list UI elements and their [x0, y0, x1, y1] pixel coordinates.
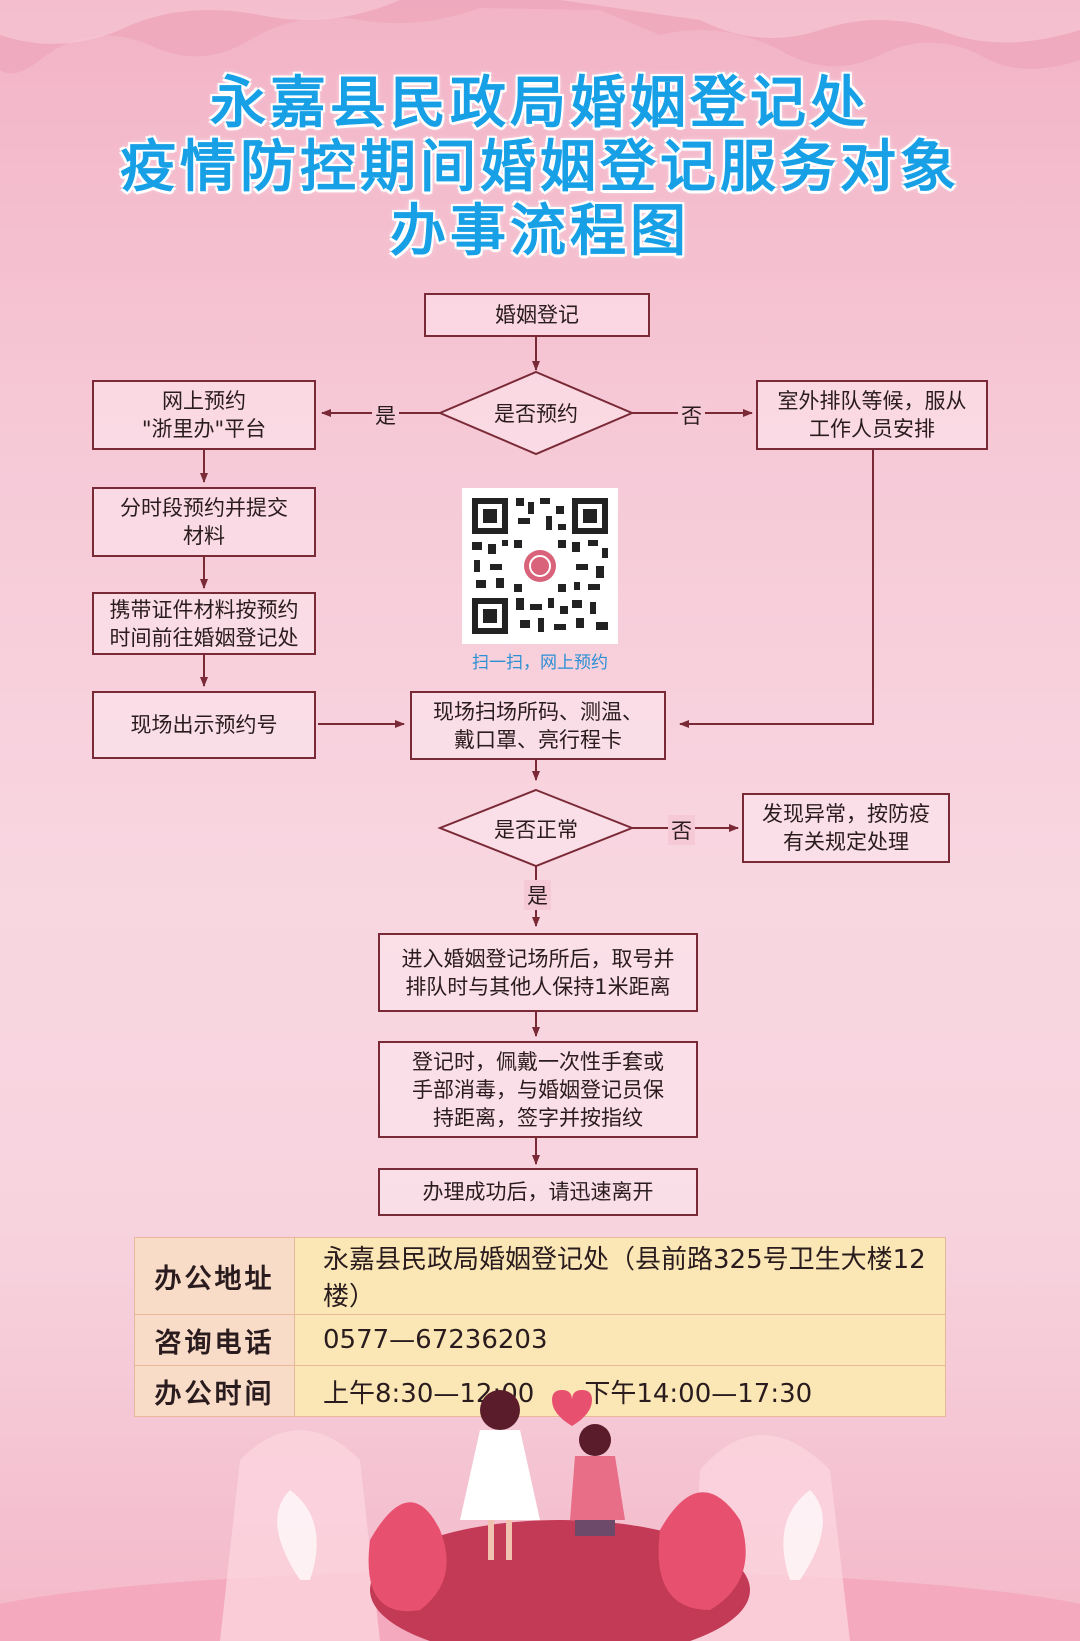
hours-pm: 下午14:00—17:30: [584, 1378, 813, 1409]
register-line-1: 登记时，佩戴一次性手套或: [412, 1049, 664, 1074]
decision-diamond-normal: [437, 788, 635, 868]
qr-code-icon: [462, 488, 618, 644]
enter-line-2: 排队时与其他人保持1米距离: [405, 974, 671, 999]
man-figure: [570, 1424, 625, 1536]
flow-start-label: 婚姻登记: [495, 303, 579, 327]
title-line-3: 办事流程图: [390, 199, 690, 264]
scan-line-1: 现场扫场所码、测温、: [433, 699, 643, 724]
queue-line-1: 室外排队等候，服从: [777, 389, 967, 413]
bring-line-2: 时间前往婚姻登记处: [109, 625, 299, 650]
timeslot-line-2: 材料: [183, 524, 225, 548]
woman-figure: [460, 1390, 540, 1560]
decision-diamond-reserve: [437, 370, 635, 456]
qr-code[interactable]: [462, 488, 618, 644]
qr-caption: 扫一扫，网上预约: [472, 653, 608, 673]
finish-label: 办理成功后，请迅速离开: [422, 1180, 654, 1204]
yes-label-normal: 是: [524, 880, 551, 910]
flow-registration: 登记时，佩戴一次性手套或 手部消毒，与婚姻登记员保 持距离，签字并按指纹: [378, 1041, 698, 1138]
flow-bring-materials: 携带证件材料按预约 时间前往婚姻登记处: [92, 592, 316, 655]
abnormal-line-1: 发现异常，按防疫: [762, 802, 930, 826]
decision-reserve-label: 是否预约: [494, 402, 578, 426]
flow-finish: 办理成功后，请迅速离开: [378, 1168, 698, 1216]
scan-line-2: 戴口罩、亮行程卡: [454, 727, 622, 752]
cloud-decoration: [0, 0, 1080, 74]
hours-label: 办公时间: [134, 1365, 295, 1417]
office-info-table: 办公地址 永嘉县民政局婚姻登记处（县前路325号卫生大楼12楼） 咨询电话 05…: [134, 1237, 946, 1417]
table-row: 办公地址 永嘉县民政局婚姻登记处（县前路325号卫生大楼12楼）: [134, 1237, 946, 1315]
flow-timeslot: 分时段预约并提交 材料: [92, 487, 316, 557]
flow-enter-venue: 进入婚姻登记场所后，取号并 排队时与其他人保持1米距离: [378, 933, 698, 1012]
title-line-1: 永嘉县民政局婚姻登记处: [210, 71, 870, 136]
timeslot-line-1: 分时段预约并提交: [120, 496, 288, 520]
online-line-1: 网上预约: [162, 389, 246, 413]
bring-line-1: 携带证件材料按预约: [109, 597, 299, 622]
flow-outdoor-queue: 室外排队等候，服从 工作人员安排: [756, 380, 988, 450]
couple-illustration: [0, 1390, 1080, 1641]
register-line-2: 手部消毒，与婚姻登记员保: [412, 1077, 664, 1102]
flow-show-number: 现场出示预约号: [92, 691, 316, 759]
flow-start: 婚姻登记: [424, 293, 650, 337]
phone-value[interactable]: 0577—67236203: [294, 1314, 946, 1366]
no-label-normal: 否: [668, 815, 695, 845]
enter-line-1: 进入婚姻登记场所后，取号并: [401, 946, 675, 971]
title-line-2: 疫情防控期间婚姻登记服务对象: [120, 135, 960, 200]
address-label: 办公地址: [134, 1237, 295, 1315]
abnormal-line-2: 有关规定处理: [783, 830, 909, 854]
show-number-label: 现场出示预约号: [130, 713, 278, 737]
flow-online-reserve: 网上预约 "浙里办"平台: [92, 380, 316, 450]
online-line-2: "浙里办"平台: [141, 417, 267, 441]
queue-line-2: 工作人员安排: [809, 417, 935, 441]
flow-abnormal: 发现异常，按防疫 有关规定处理: [742, 793, 950, 863]
phone-label: 咨询电话: [134, 1314, 295, 1366]
register-line-3: 持距离，签字并按指纹: [433, 1105, 643, 1130]
yes-label-reserve: 是: [372, 400, 399, 430]
decision-normal-label: 是否正常: [494, 818, 578, 842]
no-label-reserve: 否: [678, 400, 705, 430]
table-row: 咨询电话 0577—67236203: [134, 1314, 946, 1366]
address-value: 永嘉县民政局婚姻登记处（县前路325号卫生大楼12楼）: [294, 1237, 946, 1315]
flow-onsite-scan: 现场扫场所码、测温、 戴口罩、亮行程卡: [410, 691, 666, 760]
